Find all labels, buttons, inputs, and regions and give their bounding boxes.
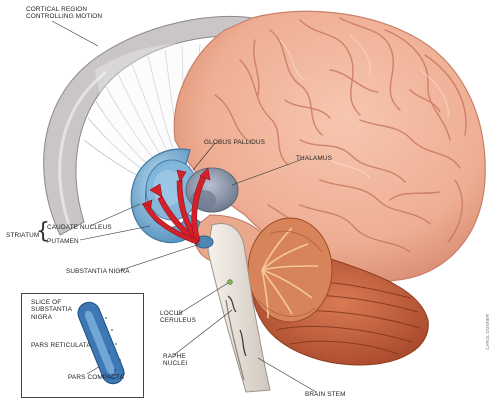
leader-lines <box>51 20 317 393</box>
inset-title: SLICE OF SUBSTANTIA NIGRA <box>31 299 72 321</box>
label-raphe-nuclei-line-1: RAPHE <box>163 353 186 360</box>
label-locus-ceruleus-line-1: LOCUS <box>160 310 183 317</box>
cerebellum-section <box>247 217 333 323</box>
cerebral-cortex <box>173 10 486 282</box>
artist-credit: CAROL DONNER <box>485 313 490 350</box>
label-cortical-region-line-1: CORTICAL REGION <box>26 6 88 13</box>
label-locus-ceruleus-line-2: CERULEUS <box>160 317 197 325</box>
brain-stem <box>207 223 271 393</box>
label-thalamus: THALAMUS <box>296 155 332 162</box>
label-raphe-nuclei: RAPHE NUCLEI <box>163 353 187 368</box>
label-cortical-region: CORTICAL REGION CONTROLLING MOTION <box>26 6 102 21</box>
label-substantia-nigra: SUBSTANTIA NIGRA <box>66 268 130 275</box>
label-pars-reticulata: PARS RETICULATA <box>31 342 91 349</box>
inset-title-line-2: SUBSTANTIA <box>31 306 73 314</box>
striatum-brace: { <box>36 219 50 244</box>
label-raphe-nuclei-line-2: NUCLEI <box>163 360 188 368</box>
label-brain-stem: BRAIN STEM <box>305 391 346 398</box>
label-globus-pallidus: GLOBUS PALLIDUS <box>204 139 266 146</box>
inset-panel <box>21 293 144 398</box>
dopamine-pathway <box>141 167 211 245</box>
label-pars-compacta: PARS COMPACTA <box>68 374 124 381</box>
inset-title-line-3: NIGRA <box>31 313 52 321</box>
inset-title-line-1: SLICE OF <box>31 299 62 306</box>
label-putamen: PUTAMEN <box>47 238 79 245</box>
label-striatum: STRIATUM <box>6 232 40 239</box>
label-locus-ceruleus: LOCUS CERULEUS <box>160 310 196 325</box>
locus-ceruleus-dot <box>227 279 233 285</box>
label-caudate-nucleus: CAUDATE NUCLEUS <box>47 224 112 231</box>
label-cortical-region-line-2: CONTROLLING MOTION <box>26 13 103 21</box>
inset-nigra-slice <box>77 301 125 385</box>
